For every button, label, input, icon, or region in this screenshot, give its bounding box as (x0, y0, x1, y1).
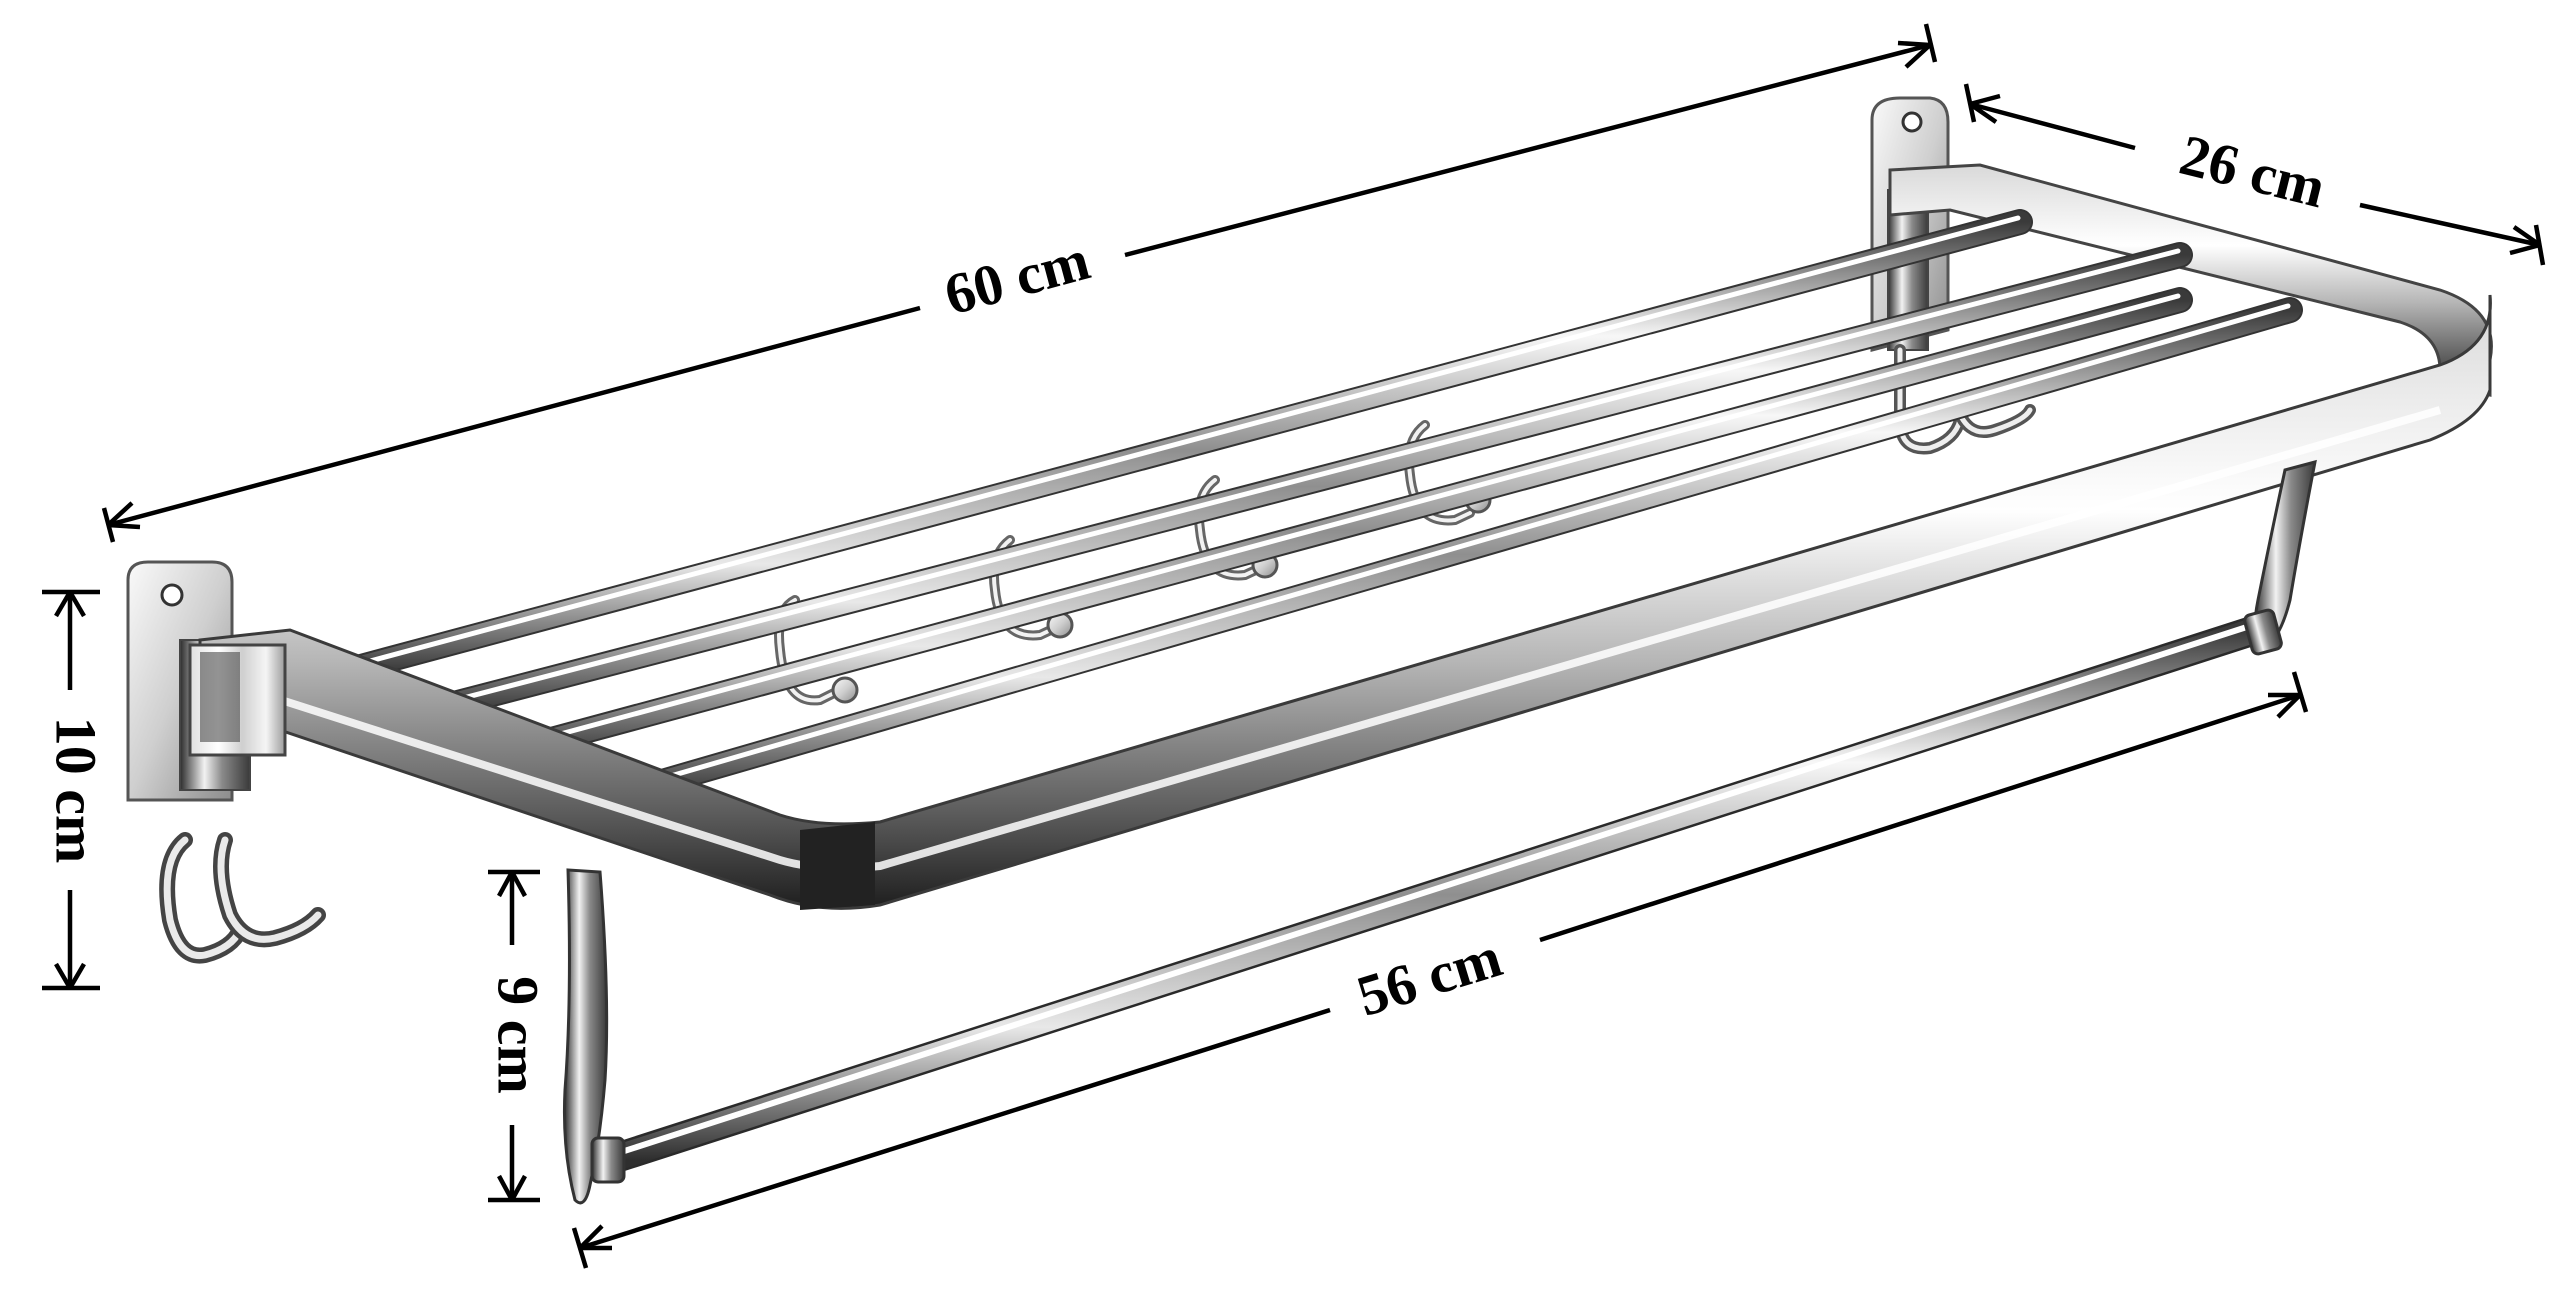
dimension-length-top: 60 cm (101, 23, 1938, 543)
dimension-depth-label: 26 cm (2174, 122, 2332, 221)
dimension-drop-height: 9 cm (486, 869, 551, 1203)
front-frame (198, 294, 2492, 910)
left-folding-arm (562, 868, 609, 1205)
lower-towel-bar (590, 608, 2283, 1184)
left-hooks (159, 832, 326, 964)
towel-rack-illustration (126, 96, 2493, 1205)
dimension-depth: 26 cm (1963, 83, 2546, 266)
dimension-length-bottom: 56 cm (571, 671, 2309, 1269)
shelf-bars (307, 209, 2303, 813)
right-side-frame (1888, 163, 2493, 397)
dimension-drop-height-label: 9 cm (486, 976, 551, 1094)
dimension-annotations: 60 cm 26 cm 10 cm (42, 23, 2546, 1269)
dimension-length-bottom-label: 56 cm (1350, 924, 1509, 1029)
dimension-length-top-label: 60 cm (938, 227, 1096, 328)
dimension-height-bracket: 10 cm (42, 589, 109, 991)
dimension-height-bracket-label: 10 cm (44, 717, 109, 864)
